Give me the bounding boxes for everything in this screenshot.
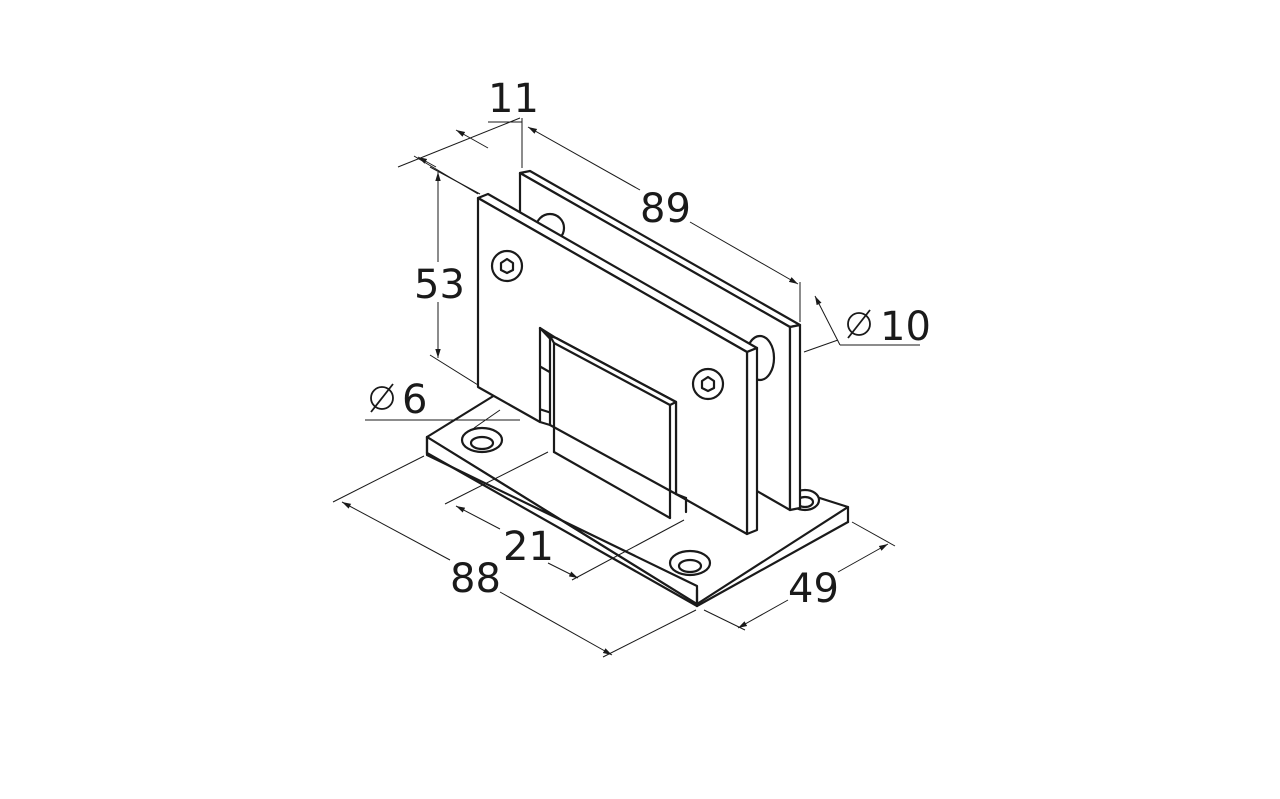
dim-label-53: 53 <box>414 262 465 308</box>
dim-label-21: 21 <box>503 524 554 570</box>
dim-11: 11 <box>397 76 539 195</box>
screw-top-left <box>490 249 524 283</box>
diameter-symbol-icon-2 <box>370 386 394 410</box>
dim-88: 88 <box>332 455 697 658</box>
dim-21: 21 <box>444 451 685 581</box>
dim-label-88: 88 <box>450 556 501 602</box>
dim-49: 49 <box>703 521 896 631</box>
dim-label-6: 6 <box>402 377 427 423</box>
dim-53: 53 <box>414 166 481 386</box>
front-plate <box>476 192 759 536</box>
dim-label-11: 11 <box>488 76 539 122</box>
dim-89: 89 <box>527 126 801 322</box>
base-hole-front-right <box>668 549 712 577</box>
dim-label-49: 49 <box>788 566 839 612</box>
dim-diameter-6: 6 <box>365 377 520 429</box>
diameter-symbol-icon <box>847 312 871 336</box>
screw-bottom-right <box>691 367 725 401</box>
dim-diameter-10: 10 <box>803 295 931 353</box>
base-hole-front-left <box>460 426 504 454</box>
dim-label-89: 89 <box>640 186 691 232</box>
dim-label-10: 10 <box>880 304 931 350</box>
